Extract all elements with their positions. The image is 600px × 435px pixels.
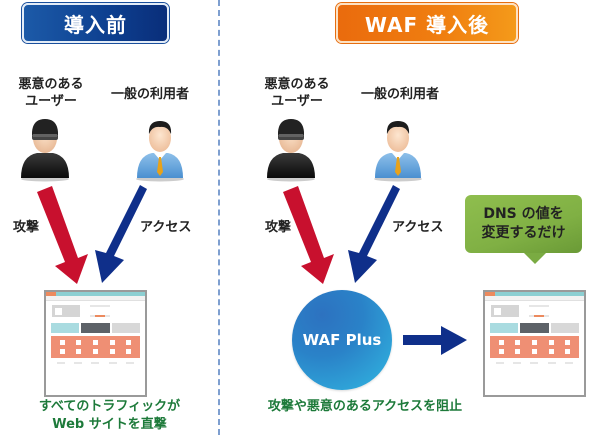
website-mockup-icon [483,290,586,397]
section-divider [218,0,220,435]
malicious-user-label: 悪意のある ユーザー [252,76,342,110]
before-header: 導入前 [22,3,169,43]
dns-callout-tail [524,253,546,264]
general-user-label: 一般の利用者 [110,87,189,102]
before-caption: すべてのトラフィックが Web サイトを直撃 [0,398,219,434]
after-caption: 攻撃や悪意のあるアクセスを阻止 [267,399,463,414]
malicious-user-label-line2: ユーザー [25,94,77,109]
waf-plus-label: WAF Plus [302,331,382,349]
attack-label: 攻撃 [265,220,292,235]
hacker-person-icon [21,119,69,182]
businessman-person-icon [136,121,184,182]
red-arrow-icon [37,186,88,284]
malicious-user-label: 悪意のある ユーザー [6,76,96,110]
blue-arrow-icon [348,185,400,283]
red-arrow-icon [283,186,334,284]
general-user-label: 一般の利用者 [360,87,439,102]
blue-arrow-icon [95,185,147,283]
dns-callout-line1: DNS の値を [483,206,564,222]
malicious-user-label-line2: ユーザー [271,94,323,109]
malicious-user-label-line1: 悪意のある [18,77,84,92]
right-arrow-icon [403,326,467,355]
before-caption-line1: すべてのトラフィックが [38,399,181,414]
access-label: アクセス [140,220,192,235]
malicious-user-label-line1: 悪意のある [264,77,330,92]
access-label: アクセス [392,220,444,235]
dns-callout-bubble: DNS の値を 変更するだけ [465,195,582,253]
attack-label: 攻撃 [13,220,40,235]
website-mockup-icon [44,290,147,397]
waf-plus-circle: WAF Plus [292,290,392,390]
dns-callout-line2: 変更するだけ [481,225,566,241]
before-caption-line2: Web サイトを直撃 [52,417,167,432]
after-header: WAF 導入後 [336,3,518,43]
businessman-person-icon [374,121,422,182]
hacker-person-icon [267,119,315,182]
